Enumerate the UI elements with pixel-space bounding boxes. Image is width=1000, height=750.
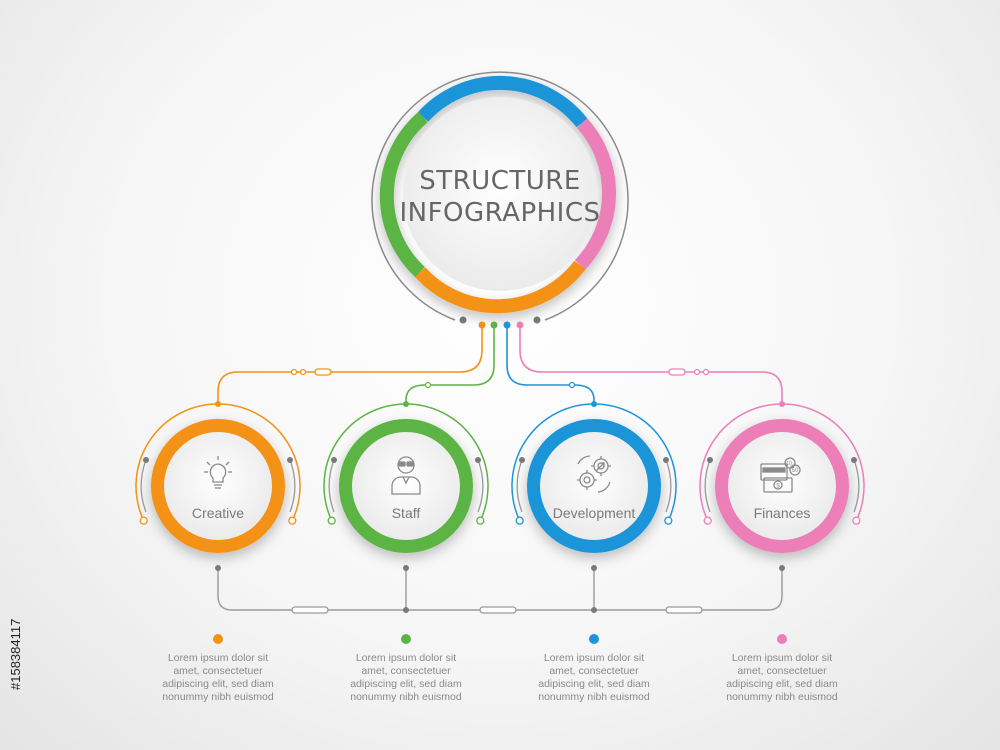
node-arc-end-dot: [515, 516, 524, 525]
bottom-connector-pills: [291, 606, 703, 614]
hub-anchor-dot-left: [459, 316, 467, 324]
nodes-layer: [135, 401, 865, 571]
node-anchor-dot: [475, 457, 481, 463]
lightbulb-icon: [204, 456, 232, 489]
connector-lines: [217, 325, 783, 405]
svg-text:10: 10: [786, 461, 792, 467]
hub-title-line-1: STRUCTURE: [419, 166, 581, 196]
node-color-ring: [527, 419, 661, 553]
node-anchor-dot: [287, 457, 293, 463]
gears-icon: [577, 455, 611, 493]
node-anchor-dot: [215, 565, 221, 571]
node-grey-arc-left: [140, 459, 147, 513]
node-grey-arc-right: [289, 459, 296, 513]
node-anchor-dot: [707, 457, 713, 463]
hub-inner-disc: [403, 97, 597, 291]
node-dot-finances: [777, 634, 787, 644]
hub-outer-ring: [371, 71, 629, 321]
node-anchor-dot: [779, 565, 785, 571]
node-top-dot: [591, 401, 597, 407]
node-grey-arc-left: [516, 459, 523, 513]
node-label-creative: Creative: [191, 505, 245, 521]
node-top-dot: [403, 401, 409, 407]
node-inner-disc: [352, 432, 460, 540]
node-arc-end-dot: [139, 516, 148, 525]
node-inner-disc: [164, 432, 272, 540]
node-dot-development: [589, 634, 599, 644]
node-anchor-dot: [663, 457, 669, 463]
svg-text:50: 50: [792, 468, 799, 474]
node-anchor-dot: [403, 565, 409, 571]
money-icon: 10 50 $: [760, 457, 801, 493]
node-anchor-dot: [851, 457, 857, 463]
node-arc-end-dot: [327, 516, 336, 525]
node-grey-arc-right: [665, 459, 672, 513]
svg-text:$: $: [776, 484, 780, 490]
node-anchor-dot: [591, 565, 597, 571]
node-grey-arc-left: [328, 459, 335, 513]
node-label-staff: Staff: [391, 505, 421, 521]
node-anchor-dot: [519, 457, 525, 463]
node-dot-creative: [213, 634, 223, 644]
node-color-ring: [151, 419, 285, 553]
node-arc-end-dot: [664, 516, 673, 525]
node-development: [511, 401, 677, 571]
node-label-development: Development: [552, 505, 636, 521]
node-grey-arc-left: [704, 459, 711, 513]
node-color-ring: [715, 419, 849, 553]
node-staff: [323, 401, 489, 571]
node-arc-end-dot: [288, 516, 297, 525]
node-label-finances: Finances: [753, 505, 811, 521]
node-arc-end-dot: [852, 516, 861, 525]
hub-anchor-dot-right: [533, 316, 541, 324]
node-grey-arc-right: [853, 459, 860, 513]
person-icon: [391, 456, 421, 495]
node-top-dot: [215, 401, 221, 407]
bottom-connector: [217, 568, 783, 611]
node-arc-end-dot: [703, 516, 712, 525]
node-grey-arc-right: [477, 459, 484, 513]
node-creative: [135, 401, 301, 571]
node-inner-disc: [540, 432, 648, 540]
node-arc-end-dot: [476, 516, 485, 525]
node-dot-staff: [401, 634, 411, 644]
hub-color-ring: [379, 76, 616, 314]
connector-dots: [290, 321, 710, 389]
stock-id-watermark: #158384117: [8, 618, 23, 690]
node-color-ring: [339, 419, 473, 553]
node-top-dot: [779, 401, 785, 407]
hub-title-line-2: INFOGRAPHICS: [399, 198, 601, 228]
node-anchor-dot: [331, 457, 337, 463]
node-anchor-dot: [143, 457, 149, 463]
